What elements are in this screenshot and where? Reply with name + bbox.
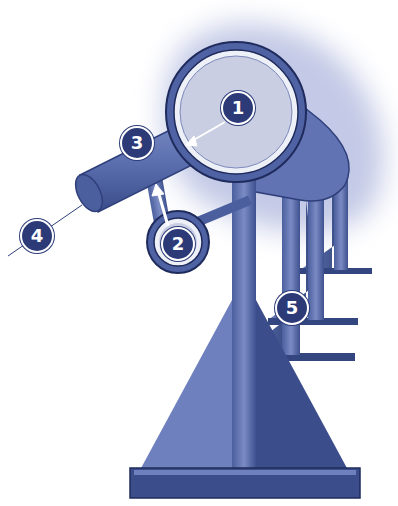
callout-number: 1 (221, 91, 255, 125)
callout-number: 5 (275, 291, 309, 325)
callout-number: 4 (20, 219, 54, 253)
base-plate (130, 468, 360, 498)
main-roller (166, 42, 306, 182)
glow (164, 24, 384, 233)
callout-number: 3 (120, 126, 154, 160)
leader-line (8, 205, 82, 256)
callout-number: 2 (161, 227, 195, 261)
small-roller (147, 211, 209, 273)
pointer-arrows (152, 122, 225, 226)
